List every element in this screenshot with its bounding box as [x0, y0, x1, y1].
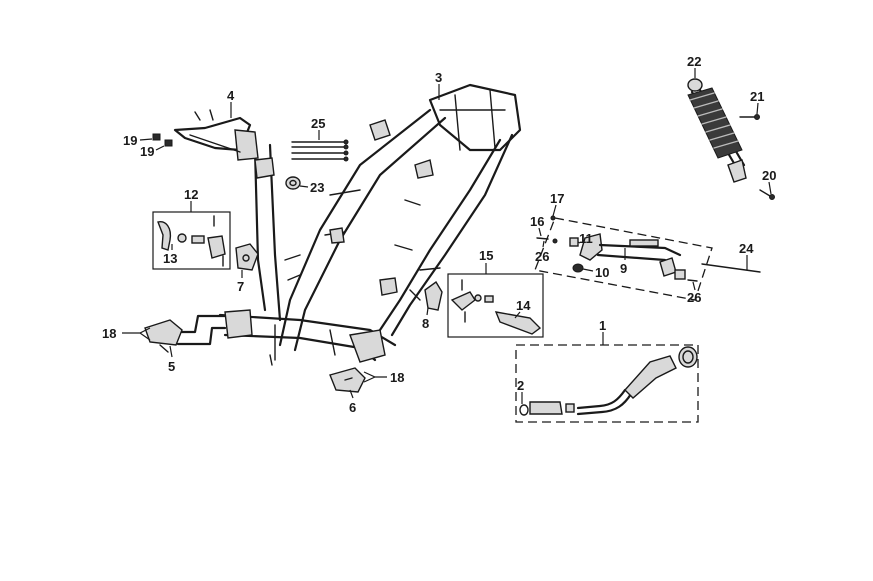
callout-23: 23	[310, 180, 324, 195]
callout-4: 4	[227, 88, 235, 103]
callout-17: 17	[550, 191, 564, 206]
callout-7: 7	[237, 279, 244, 294]
callout-11: 11	[579, 231, 593, 246]
callout-10: 10	[595, 265, 609, 280]
callout-3: 3	[435, 70, 442, 85]
callout-16: 16	[530, 214, 544, 229]
grommet-23	[285, 176, 301, 190]
main-frame	[218, 83, 522, 366]
callout-1: 1	[599, 318, 606, 333]
callout-20: 20	[762, 168, 776, 183]
callout-19a: 19	[123, 133, 137, 148]
rear-shock-22	[687, 78, 775, 200]
upper-bracket-4	[152, 109, 259, 161]
callout-12: 12	[184, 187, 198, 202]
callout-5: 5	[168, 359, 175, 374]
callout-24: 24	[739, 241, 754, 256]
callout-labels: 1 2 3 4 5 6 7 8 9 10 11 12 13 14 15 16 1…	[102, 54, 776, 415]
leader-lines	[122, 68, 772, 404]
hose-assembly-1	[515, 344, 699, 423]
callout-26b: 26	[687, 290, 701, 305]
callout-26a: 26	[535, 249, 549, 264]
callout-22: 22	[687, 54, 701, 69]
bracket-8	[424, 280, 443, 311]
parts-group-15	[447, 273, 544, 338]
parts-group-12	[152, 211, 231, 270]
callout-18a: 18	[102, 326, 116, 341]
callout-9: 9	[620, 261, 627, 276]
callout-25: 25	[311, 116, 325, 131]
bolts-25	[291, 139, 349, 162]
footrest-left-5	[144, 314, 227, 353]
callout-15: 15	[479, 248, 493, 263]
callout-18b: 18	[390, 370, 404, 385]
stand-assembly-9	[534, 215, 761, 301]
footrest-right-6	[329, 367, 366, 393]
callout-19b: 19	[140, 144, 154, 159]
bracket-7	[235, 243, 259, 271]
callout-6: 6	[349, 400, 356, 415]
callout-2: 2	[517, 378, 524, 393]
callout-21: 21	[750, 89, 764, 104]
callout-13: 13	[163, 251, 177, 266]
callout-8: 8	[422, 316, 429, 331]
callout-14: 14	[516, 298, 531, 313]
